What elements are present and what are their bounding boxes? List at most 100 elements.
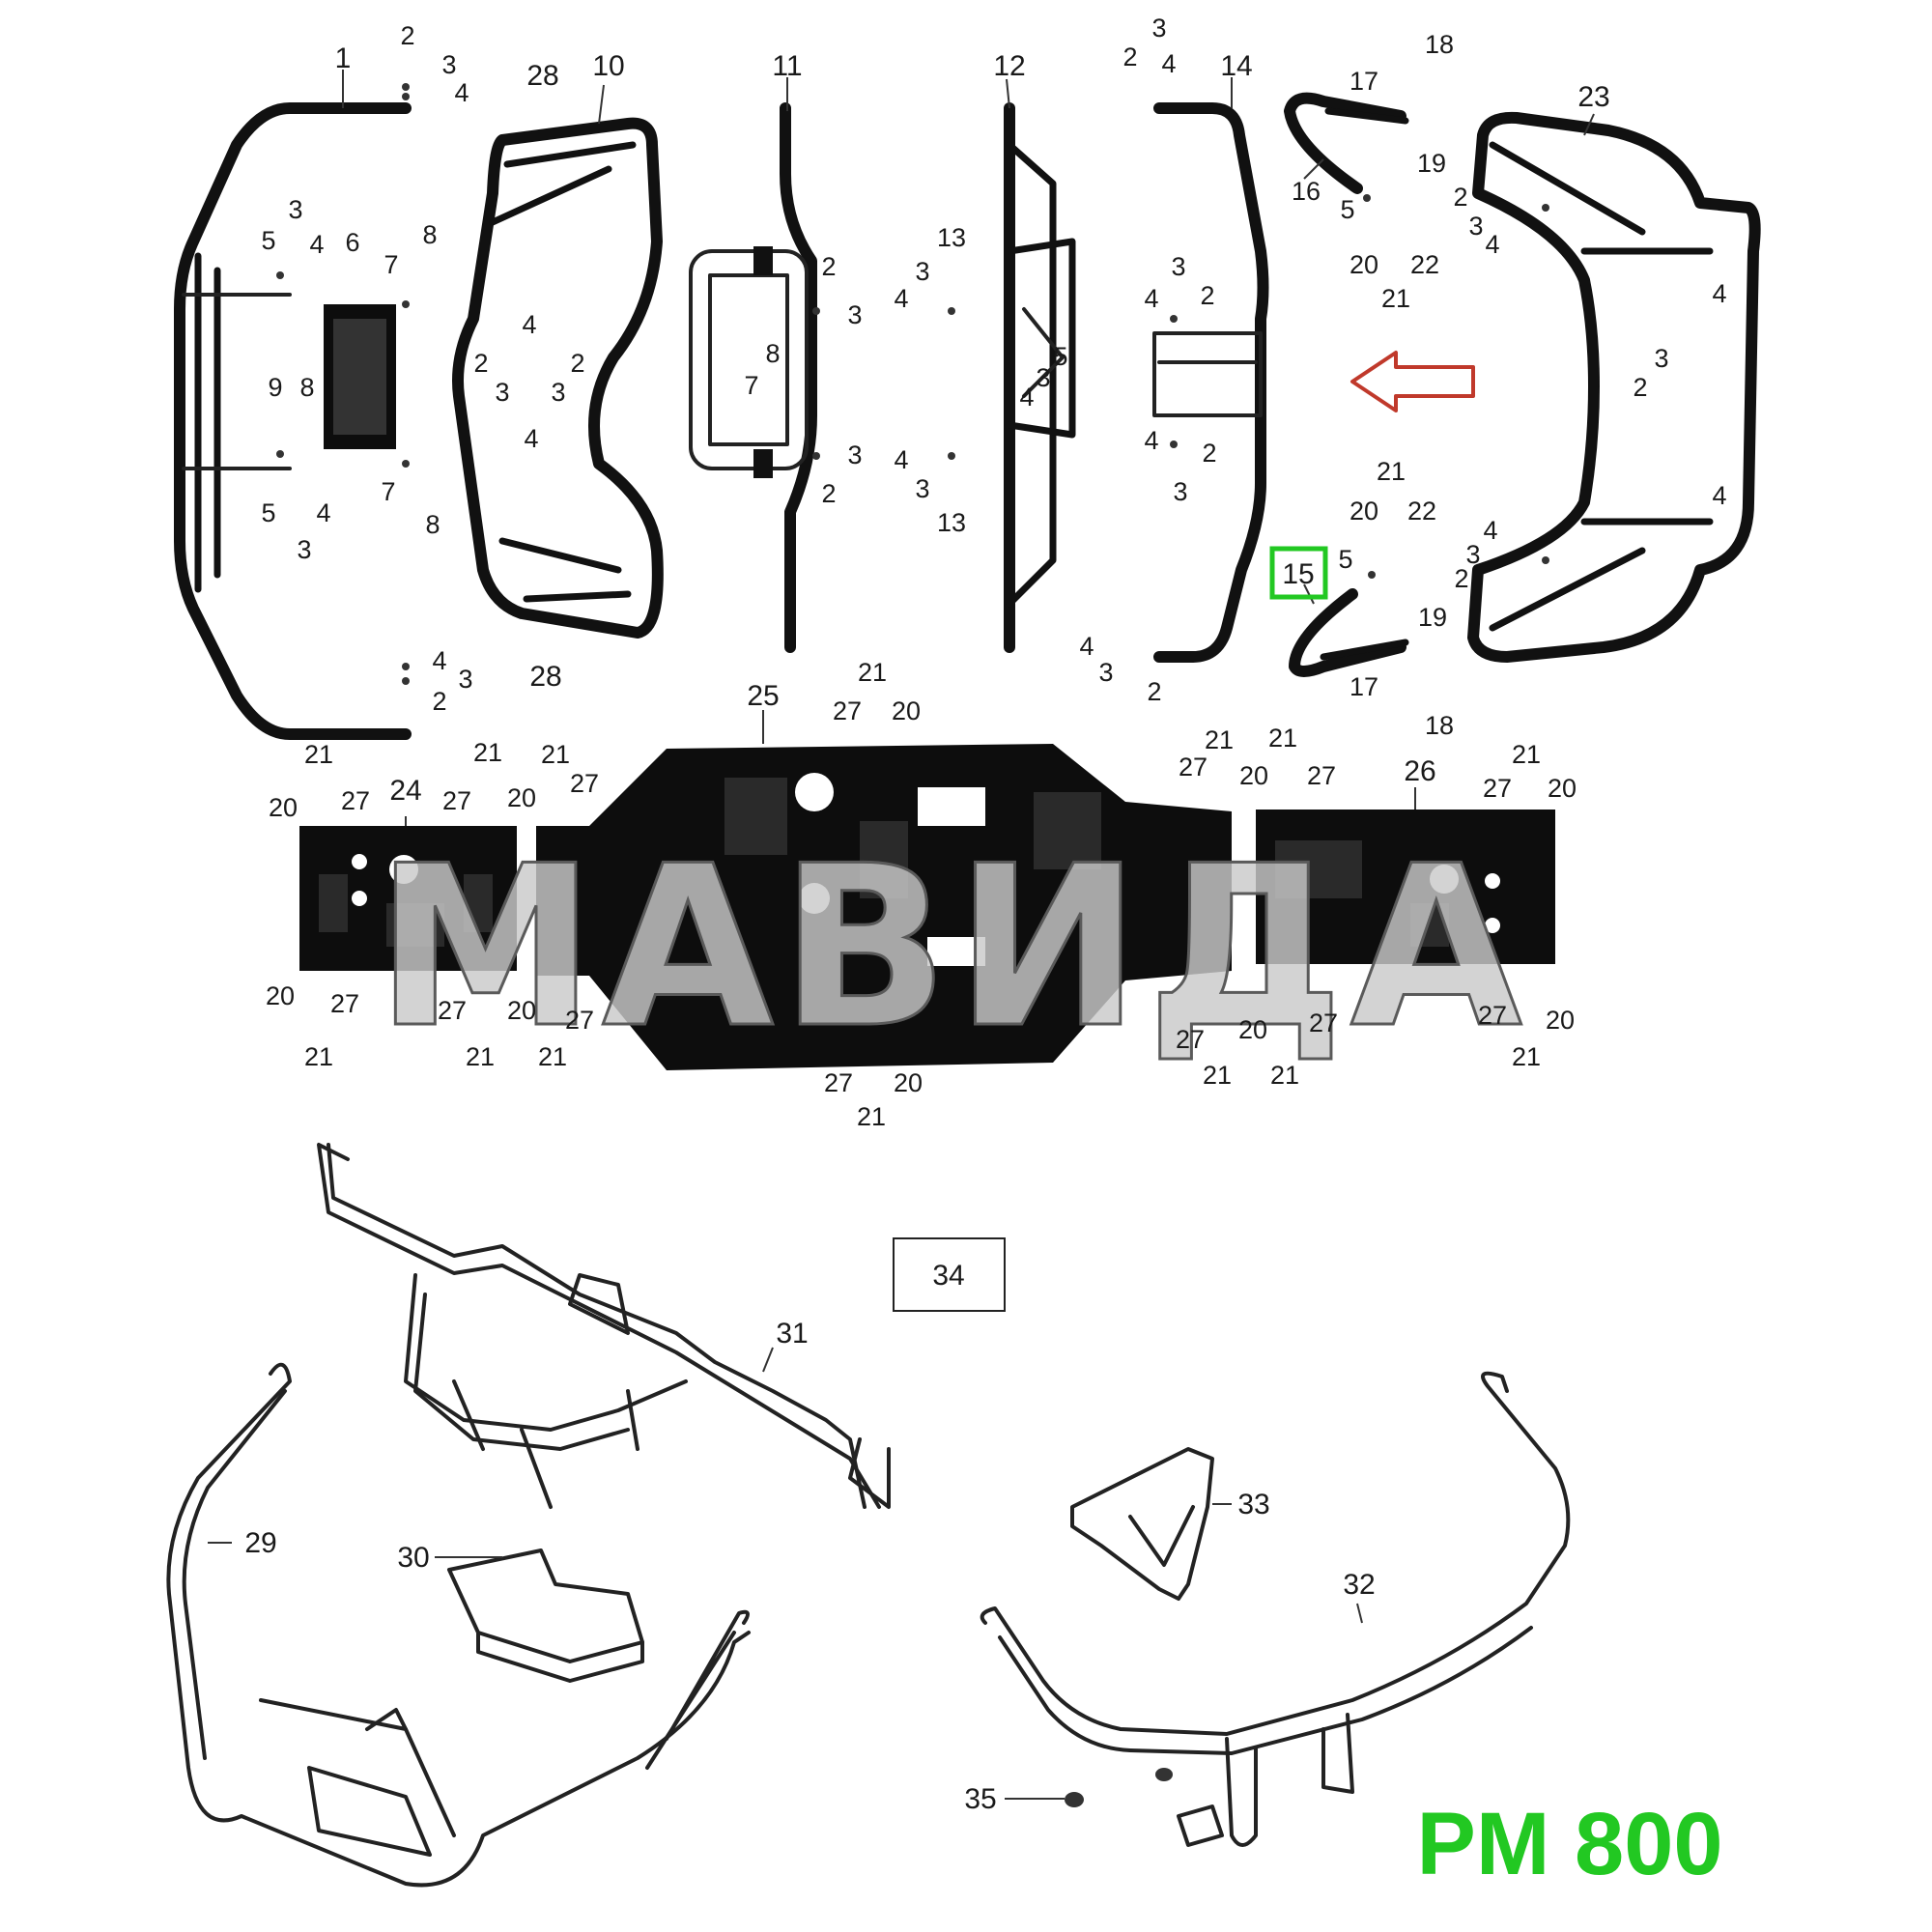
label-part-21h: 21 (1268, 724, 1297, 753)
label-part-21l: 21 (538, 1042, 567, 1071)
part-1-front-bumper (174, 102, 412, 740)
model-label: PM 800 (1416, 1795, 1722, 1893)
part-14-rear-bumper (1152, 102, 1269, 663)
part-10-front-rack (452, 117, 664, 639)
label-part-15: 15 (1282, 558, 1314, 590)
label-part-2l: 2 (1147, 677, 1161, 706)
label-part-5: 5 (261, 226, 275, 255)
label-part-2g: 2 (821, 252, 836, 281)
label-part-24: 24 (389, 775, 421, 807)
label-part-2i: 2 (1122, 43, 1137, 71)
label-part-3k: 3 (915, 474, 929, 503)
label-part-21m: 21 (857, 1102, 886, 1131)
label-part-3m: 3 (1171, 252, 1185, 281)
label-part-3o: 3 (1098, 658, 1113, 687)
label-part-21k: 21 (466, 1042, 495, 1071)
label-part-22b: 22 (1407, 497, 1436, 526)
label-part-20c: 20 (269, 793, 298, 822)
label-part-3f: 3 (551, 378, 565, 407)
label-part-3n: 3 (1173, 477, 1187, 506)
label-part-28b: 28 (529, 661, 561, 693)
label-part-7: 7 (384, 250, 398, 279)
part-15-lower-handle (1289, 588, 1409, 677)
label-part-27l: 27 (1176, 1025, 1205, 1054)
watermark-text: МАВИДА (375, 819, 1528, 1077)
label-part-27c: 27 (570, 769, 599, 798)
label-part-2n: 2 (1633, 373, 1647, 402)
left-arrow-icon (1350, 351, 1475, 412)
label-part-20: 20 (1350, 250, 1378, 279)
label-part-29: 29 (244, 1527, 276, 1559)
label-part-17: 17 (1350, 67, 1378, 96)
label-part-32: 32 (1343, 1569, 1375, 1601)
label-part-27f: 27 (1307, 761, 1336, 790)
label-part-9: 9 (268, 373, 282, 402)
label-part-2h: 2 (821, 479, 836, 508)
label-part-20i: 20 (507, 996, 536, 1025)
label-part-2e: 2 (473, 349, 488, 378)
label-part-21b: 21 (1377, 457, 1406, 486)
label-part-4g: 4 (894, 284, 908, 313)
label-part-27h: 27 (330, 989, 359, 1018)
part-24-skid-plate (299, 826, 517, 971)
label-part-20e: 20 (892, 696, 921, 725)
label-part-5c: 5 (1053, 342, 1067, 371)
leader-lines (208, 70, 1595, 1800)
part-25-main-skid-plate (536, 744, 1232, 1070)
label-part-3b: 3 (288, 195, 302, 224)
label-part-13: 13 (937, 223, 966, 252)
label-part-35: 35 (964, 1783, 996, 1815)
label-part-3p: 3 (1468, 212, 1483, 241)
label-part-20h: 20 (266, 981, 295, 1010)
label-part-27e: 27 (1179, 753, 1208, 781)
label-part-4b: 4 (309, 230, 324, 259)
part-12-frame-crossbar (1004, 102, 1076, 653)
label-part-19: 19 (1417, 149, 1446, 178)
label-part-5e: 5 (1338, 545, 1352, 574)
label-part-3l: 3 (1151, 14, 1166, 43)
label-part-8b: 8 (299, 373, 314, 402)
part-33-bracket (1070, 1447, 1214, 1601)
label-part-20j: 20 (894, 1068, 923, 1097)
label-part-20b: 20 (1350, 497, 1378, 526)
label-part-27i: 27 (438, 996, 467, 1025)
label-part-5d: 5 (1340, 195, 1354, 224)
label-part-20g: 20 (1548, 774, 1577, 803)
part-32-rear-bumper-outline (980, 1371, 1571, 1847)
label-part-13b: 13 (937, 508, 966, 537)
label-part-2k: 2 (1202, 439, 1216, 468)
label-part-4o: 4 (1712, 279, 1726, 308)
label-part-21i: 21 (1512, 740, 1541, 769)
label-part-8d: 8 (765, 339, 780, 368)
label-part-23: 23 (1577, 81, 1609, 113)
label-part-27: 27 (341, 786, 370, 815)
label-part-21e: 21 (541, 740, 570, 769)
label-part-20k: 20 (1238, 1015, 1267, 1044)
label-part-3q: 3 (1654, 344, 1668, 373)
label-part-4n: 4 (1485, 230, 1499, 259)
part-11-bumper-bracket (689, 102, 817, 653)
label-part-34: 34 (932, 1260, 964, 1292)
label-part-21g: 21 (1205, 725, 1234, 754)
label-part-3i: 3 (915, 257, 929, 286)
label-part-4q: 4 (1483, 516, 1497, 545)
label-part-8: 8 (422, 220, 437, 249)
part-30-plate (447, 1548, 644, 1683)
part-34-box (893, 1237, 1006, 1312)
label-part-3h: 3 (847, 440, 862, 469)
label-part-21n: 21 (1203, 1061, 1232, 1090)
label-part-18b: 18 (1425, 711, 1454, 740)
part-6-winch-plate (324, 304, 396, 449)
label-part-17b: 17 (1350, 672, 1378, 701)
label-part-3: 3 (441, 50, 456, 79)
label-part-21f: 21 (858, 658, 887, 687)
label-part-30: 30 (397, 1542, 429, 1574)
label-part-28: 28 (526, 60, 558, 92)
label-part-2m: 2 (1453, 183, 1467, 212)
label-part-19b: 19 (1418, 603, 1447, 632)
part-23-rear-rack (1467, 111, 1761, 663)
label-part-21p: 21 (1512, 1042, 1541, 1071)
label-part-2j: 2 (1200, 281, 1214, 310)
label-part-4: 4 (454, 78, 469, 107)
label-part-18: 18 (1425, 30, 1454, 59)
